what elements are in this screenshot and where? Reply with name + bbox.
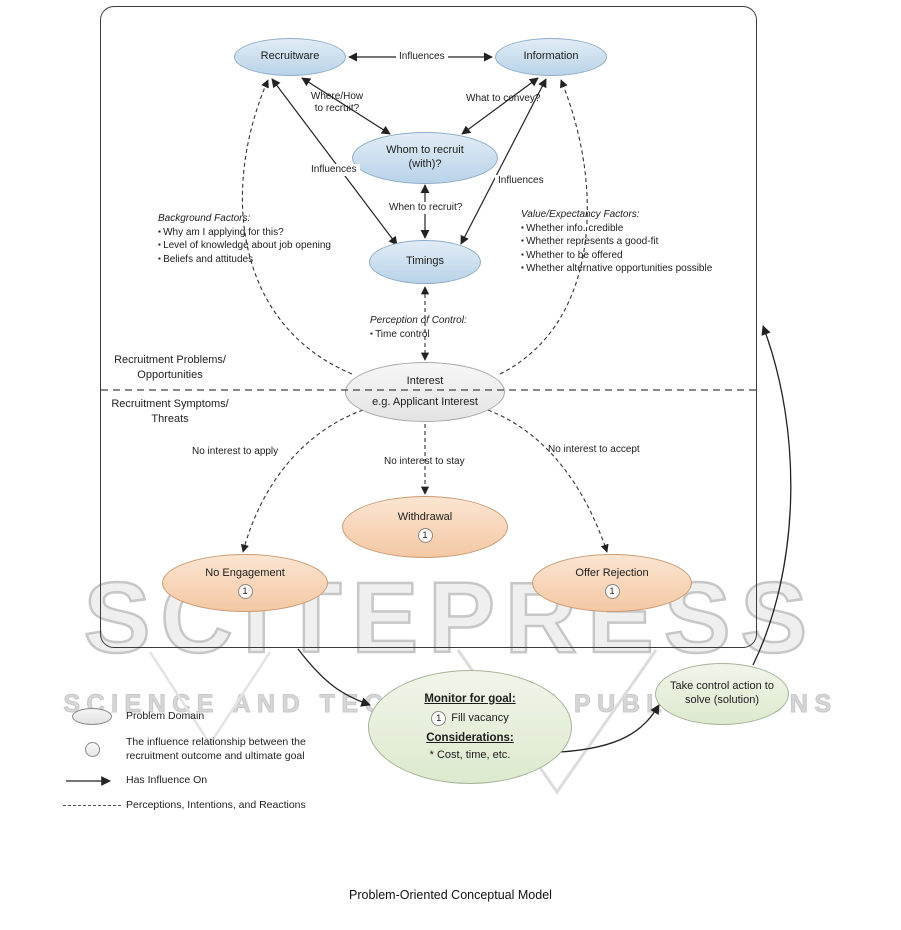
value-expectancy-item: Whether to be offered <box>521 249 749 262</box>
monitor-considerations-title: Considerations: <box>426 732 514 745</box>
value-expectancy-item: Whether represents a good-fit <box>521 235 749 248</box>
monitor-title: Monitor for goal: <box>424 692 516 705</box>
background-factors-title: Background Factors: <box>158 213 251 224</box>
dashed-line-icon <box>63 805 121 807</box>
legend-item-perceptions: Perceptions, Intentions, and Reactions <box>58 799 306 813</box>
perception-of-control-list: Time control <box>370 328 510 341</box>
edge-label-no-interest-accept: No interest to accept <box>548 444 640 455</box>
legend: Problem Domain The influence relationshi… <box>58 708 306 824</box>
background-factor-item: Level of knowledge about job opening <box>158 239 356 252</box>
legend-label: Problem Domain <box>126 709 205 722</box>
perception-of-control-title: Perception of Control: <box>370 315 467 326</box>
value-expectancy-item: Whether alternative opportunities possib… <box>521 262 749 275</box>
legend-item-influence-relationship: The influence relationship between the r… <box>58 736 306 763</box>
edge-label-no-interest-stay: No interest to stay <box>384 456 465 467</box>
background-factor-item: Beliefs and attitudes <box>158 253 356 266</box>
background-factors-list: Why am I applying for this? Level of kno… <box>158 226 356 266</box>
figure-caption: Problem-Oriented Conceptual Model <box>349 888 552 902</box>
influence-relationship-circle-icon <box>84 742 100 758</box>
region-label-symptoms: Recruitment Symptoms/ Threats <box>111 398 229 425</box>
edge-label-no-interest-apply: No interest to apply <box>192 446 279 457</box>
node-information: Information <box>495 38 607 76</box>
perception-of-control-block: Perception of Control: Time control <box>370 314 510 341</box>
background-factor-item: Why am I applying for this? <box>158 226 356 239</box>
monitor-considerations: * Cost, time, etc. <box>429 748 511 761</box>
legend-icon-cell <box>58 775 126 787</box>
interest-title: Interest <box>406 374 444 387</box>
solid-arrow-icon <box>66 776 111 786</box>
node-interest: Interest e.g. Applicant Interest <box>345 362 505 422</box>
legend-label: Has Influence On <box>126 774 208 787</box>
background-factors-block: Background Factors: Why am I applying fo… <box>158 212 356 266</box>
no-engagement-outcome-badge: 1 <box>237 583 253 599</box>
node-timings: Timings <box>369 240 481 284</box>
node-monitor-for-goal: Monitor for goal: 1 Fill vacancy Conside… <box>368 670 572 784</box>
legend-item-problem-domain: Problem Domain <box>58 708 306 725</box>
node-no-engagement: No Engagement 1 <box>162 554 328 612</box>
no-engagement-label: No Engagement <box>205 567 285 580</box>
offer-rejection-outcome-badge: 1 <box>604 583 620 599</box>
value-expectancy-list: Whether info. credible Whether represent… <box>521 222 749 275</box>
edge-label-influences-left: Influences <box>308 164 360 176</box>
value-expectancy-title: Value/Expectancy Factors: <box>521 209 640 220</box>
interest-subtitle: e.g. Applicant Interest <box>372 395 478 408</box>
legend-icon-cell <box>58 742 126 758</box>
edge-label-where-how: Where/How to recruit? <box>310 91 364 114</box>
edge-label-when-to-recruit: When to recruit? <box>386 202 466 214</box>
value-expectancy-block: Value/Expectancy Factors: Whether info. … <box>521 208 749 275</box>
edge-label-influences-top: Influences <box>396 51 448 63</box>
monitor-goal-badge: 1 <box>431 711 447 727</box>
monitor-goal-label: Fill vacancy <box>451 711 509 724</box>
node-recruitware: Recruitware <box>234 38 346 76</box>
legend-item-has-influence-on: Has Influence On <box>58 774 306 788</box>
region-label-problems: Recruitment Problems/ Opportunities <box>114 354 226 381</box>
node-whom-to-recruit: Whom to recruit (with)? <box>352 132 498 184</box>
offer-rejection-label: Offer Rejection <box>575 567 649 580</box>
withdrawal-outcome-badge: 1 <box>417 528 433 544</box>
node-take-control-action: Take control action to solve (solution) <box>655 663 789 725</box>
edge-label-influences-right: Influences <box>495 175 547 187</box>
problem-domain-ellipse-icon <box>72 708 112 725</box>
withdrawal-label: Withdrawal <box>397 510 453 523</box>
node-withdrawal: Withdrawal 1 <box>342 496 508 558</box>
perception-of-control-item: Time control <box>370 328 510 341</box>
node-offer-rejection: Offer Rejection 1 <box>532 554 692 612</box>
legend-icon-cell <box>58 708 126 725</box>
value-expectancy-item: Whether info. credible <box>521 222 749 235</box>
legend-label: The influence relationship between the r… <box>126 736 306 762</box>
edge-label-what-to-convey: What to convey? <box>466 93 541 104</box>
legend-icon-cell <box>58 805 126 807</box>
legend-label: Perceptions, Intentions, and Reactions <box>126 798 306 811</box>
monitor-goal-row: 1 Fill vacancy <box>431 711 509 727</box>
